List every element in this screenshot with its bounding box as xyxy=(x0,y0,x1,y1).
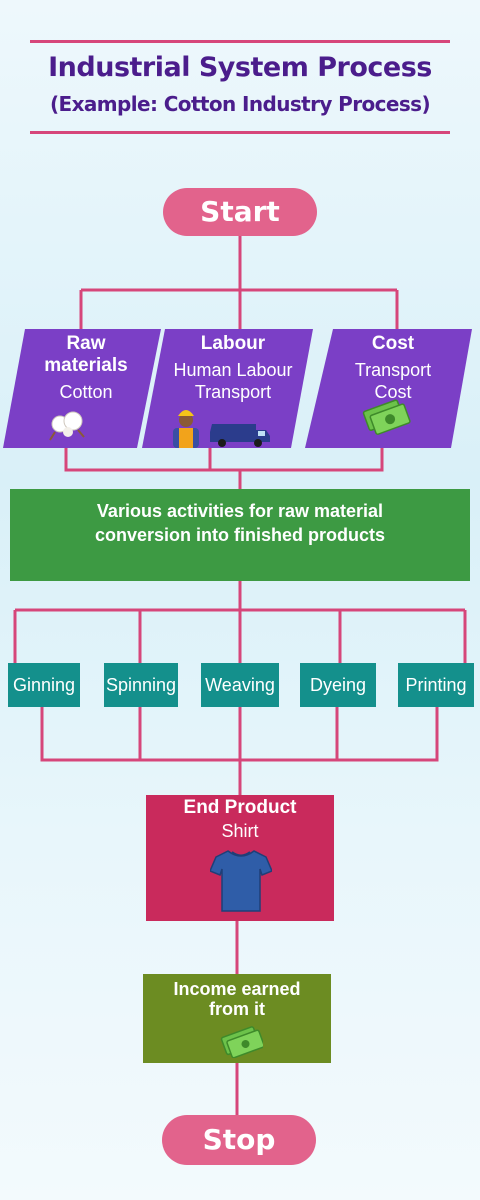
connector-steps-split xyxy=(13,608,467,663)
input-sub: Transport xyxy=(354,360,432,380)
shirt-icon xyxy=(210,850,272,912)
input-heading: Labour xyxy=(200,333,266,354)
step-ginning: Ginning xyxy=(8,663,80,707)
step-printing: Printing xyxy=(398,663,474,707)
input-sub: Cost xyxy=(374,382,412,402)
input-heading: Cost xyxy=(371,333,415,354)
income-line2: from it xyxy=(209,999,265,1019)
money-icon xyxy=(220,1026,263,1058)
input-labour: Labour Human Labour Transport xyxy=(163,333,303,403)
start-node: Start xyxy=(163,188,317,236)
input-box-cost xyxy=(305,329,472,448)
income-line1: Income earned xyxy=(173,979,301,999)
title-top-rule xyxy=(30,40,450,43)
input-sub: Human Labour xyxy=(173,360,293,380)
page-title: Industrial System Process xyxy=(48,52,432,83)
end-product-item: Shirt xyxy=(221,821,259,841)
worker-icon xyxy=(173,410,199,448)
input-heading: Raw xyxy=(66,333,106,354)
input-sub: Transport xyxy=(194,382,272,402)
input-cost: Cost Transport Cost xyxy=(338,333,448,403)
step-dyeing: Dyeing xyxy=(300,663,376,707)
end-product-box: End Product Shirt xyxy=(146,795,334,921)
input-sub: Cotton xyxy=(59,382,113,402)
money-icon xyxy=(362,399,411,435)
cotton-boll-icon xyxy=(49,411,85,441)
page-subtitle: (Example: Cotton Industry Process) xyxy=(49,92,431,116)
input-box-raw-materials xyxy=(3,329,161,448)
end-product-heading: End Product xyxy=(183,797,297,818)
connector-input-split xyxy=(79,288,399,330)
connector-input-merge xyxy=(64,448,384,489)
step-spinning: Spinning xyxy=(104,663,178,707)
activities-box: Various activities for raw material conv… xyxy=(10,489,470,581)
title-block: Industrial System Process (Example: Cott… xyxy=(30,40,450,134)
stop-node: Stop xyxy=(162,1115,316,1165)
input-raw-materials: Raw materials Cotton xyxy=(33,333,139,403)
van-icon xyxy=(210,424,270,447)
income-text: Income earned from it xyxy=(143,979,331,1019)
activities-line2: conversion into finished products xyxy=(94,525,386,545)
input-heading: materials xyxy=(44,355,128,376)
income-box: Income earned from it xyxy=(143,974,331,1063)
activities-text: Various activities for raw material conv… xyxy=(70,499,410,547)
step-weaving: Weaving xyxy=(201,663,279,707)
title-bottom-rule xyxy=(30,131,450,134)
activities-line1: Various activities for raw material xyxy=(96,501,384,521)
connector-steps-merge xyxy=(40,707,439,762)
